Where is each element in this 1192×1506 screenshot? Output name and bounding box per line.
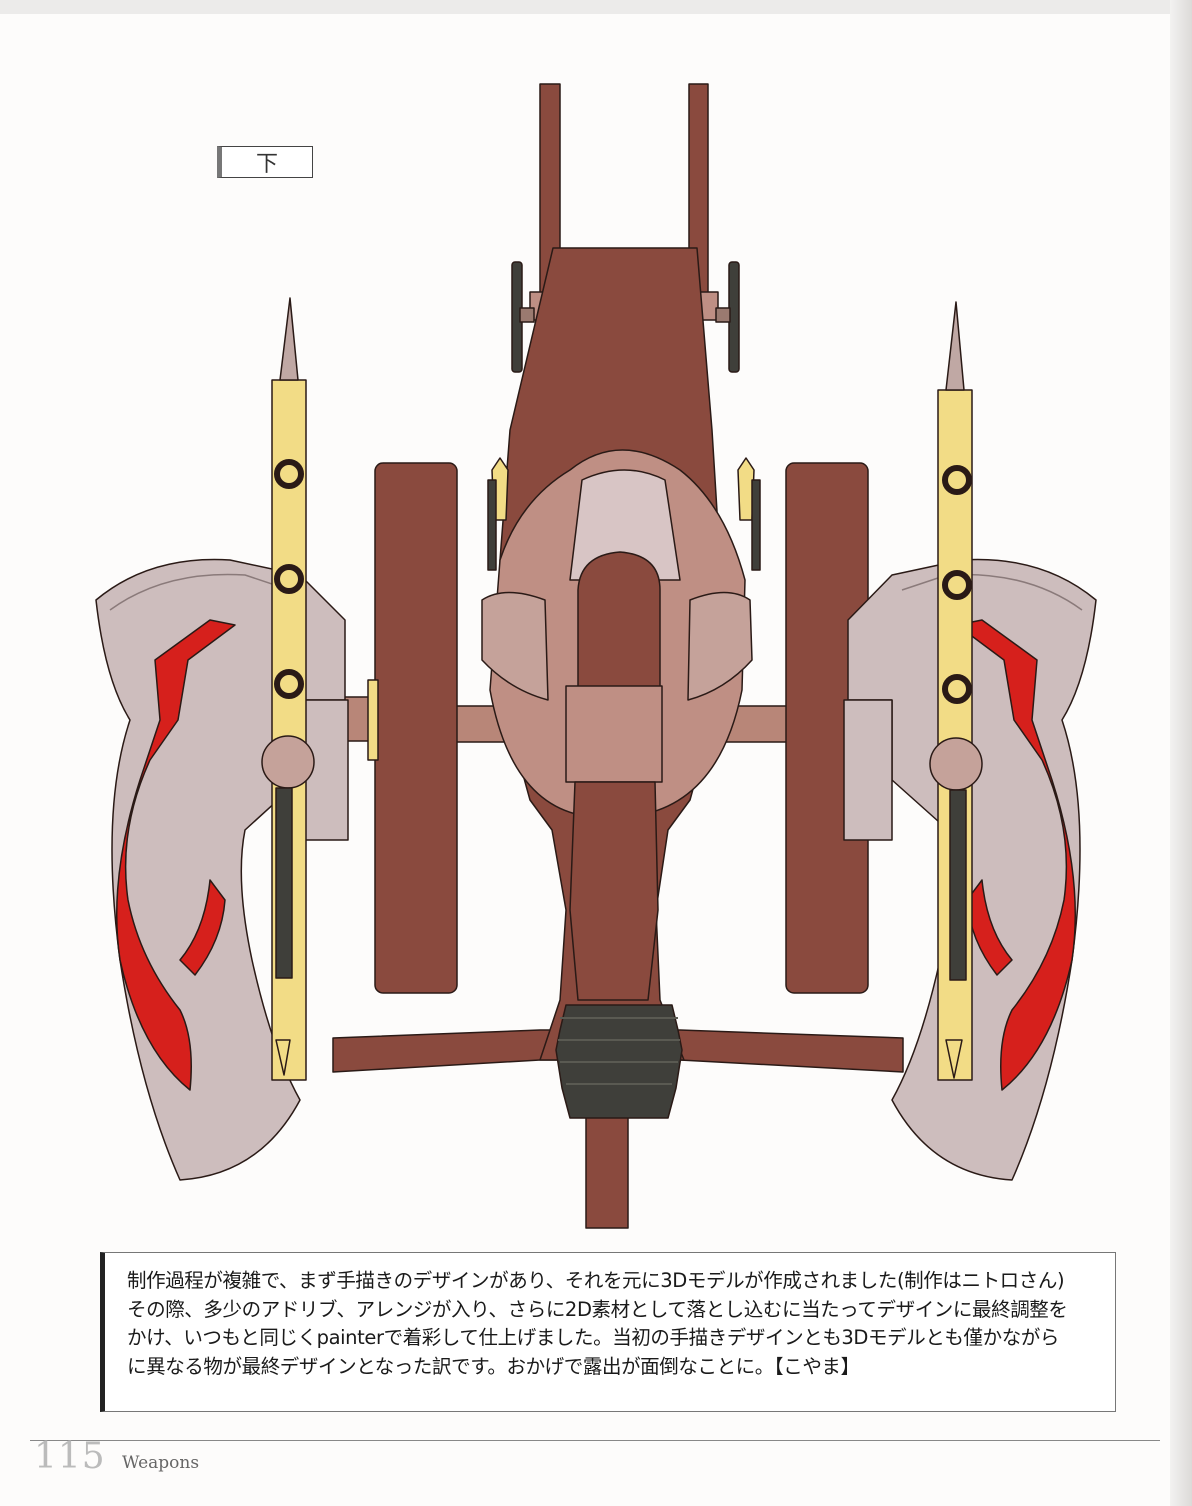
- view-label: 下: [217, 146, 313, 178]
- page-edge-top: [0, 0, 1192, 14]
- shield-left-emblem: [115, 619, 236, 1091]
- caption-line: かけ、いつもと同じくpainterで着彩して仕上げました。当初の手描きデザインと…: [127, 1326, 1060, 1349]
- section-name: Weapons: [122, 1453, 200, 1473]
- page-edge-right: [1170, 0, 1192, 1506]
- caption-line: に異なる物が最終デザインとなった訳です。おかげで露出が面倒なことに。【こやま】: [127, 1354, 860, 1378]
- footer-rule: [30, 1440, 1160, 1441]
- wheel-left: [374, 462, 458, 994]
- caption-line: その際、多少のアドリブ、アレンジが入り、さらに2D素材として落とし込むに当たって…: [127, 1297, 1068, 1321]
- caption-text: 制作過程が複雑で、まず手描きのデザインがあり、それを元に3Dモデルが作成されまし…: [127, 1267, 1107, 1381]
- shield-left: [95, 558, 346, 1181]
- pivot-right: [929, 737, 983, 791]
- center-plate: [565, 685, 663, 783]
- weapon-illustration: [95, 83, 1097, 1229]
- caption-box: 制作過程が複雑で、まず手描きのデザインがあり、それを元に3Dモデルが作成されまし…: [100, 1252, 1116, 1412]
- page-number: 115: [34, 1436, 106, 1477]
- shield-right-emblem: [956, 619, 1077, 1091]
- caption-line: 制作過程が複雑で、まず手描きのデザインがあり、それを元に3Dモデルが作成されまし…: [127, 1269, 1065, 1292]
- pivot-left: [261, 735, 315, 789]
